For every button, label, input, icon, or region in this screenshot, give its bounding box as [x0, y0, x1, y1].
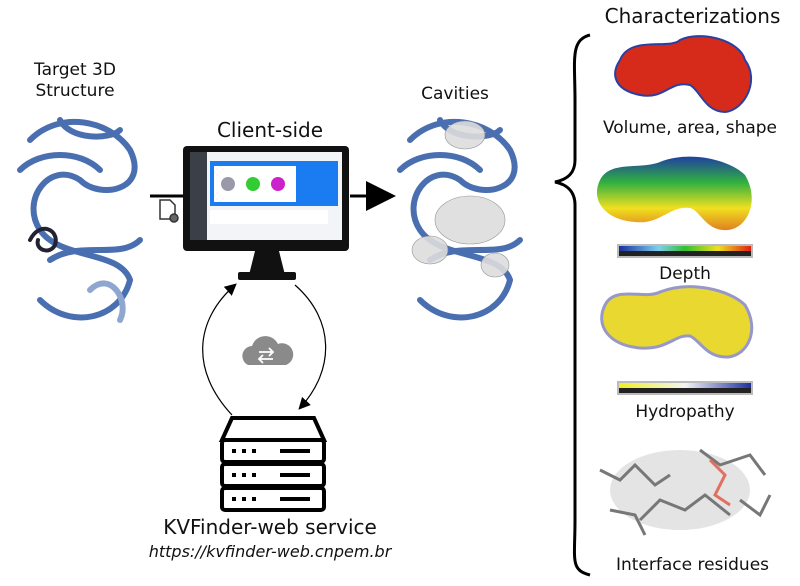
arrow-to-client	[202, 283, 237, 416]
depth-cavity-image	[596, 156, 752, 231]
hydropathy-cavity-image	[600, 285, 754, 359]
volume-label: Volume, area, shape	[602, 118, 778, 138]
cavity-mesh	[411, 120, 510, 278]
characterizations-label: Characterizations	[604, 4, 781, 28]
target-label-line1: Target 3D	[34, 60, 116, 80]
client-side-label: Client-side	[216, 118, 324, 142]
depth-label: Depth	[659, 264, 711, 284]
volume-cavity-image	[614, 35, 752, 114]
interface-residues-label: Interface residues	[615, 555, 770, 575]
hydropathy-label: Hydropathy	[635, 402, 735, 422]
service-url[interactable]: https://kvfinder-web.cnpem.br	[148, 542, 392, 561]
interface-residues-image	[599, 448, 772, 536]
cavities-label: Cavities	[421, 84, 489, 104]
document-gear-icon	[159, 199, 179, 223]
depth-colorbar	[619, 246, 751, 251]
cloud-sync-icon	[242, 336, 294, 365]
arrow-to-server	[294, 284, 327, 410]
target-protein-structure	[17, 117, 143, 323]
server-icon	[218, 416, 328, 512]
monitor-icon	[183, 146, 349, 280]
service-label: KVFinder-web service	[163, 515, 377, 539]
target-label-line2: Structure	[35, 81, 115, 101]
brace	[554, 33, 591, 577]
hydropathy-colorbar	[619, 383, 751, 388]
